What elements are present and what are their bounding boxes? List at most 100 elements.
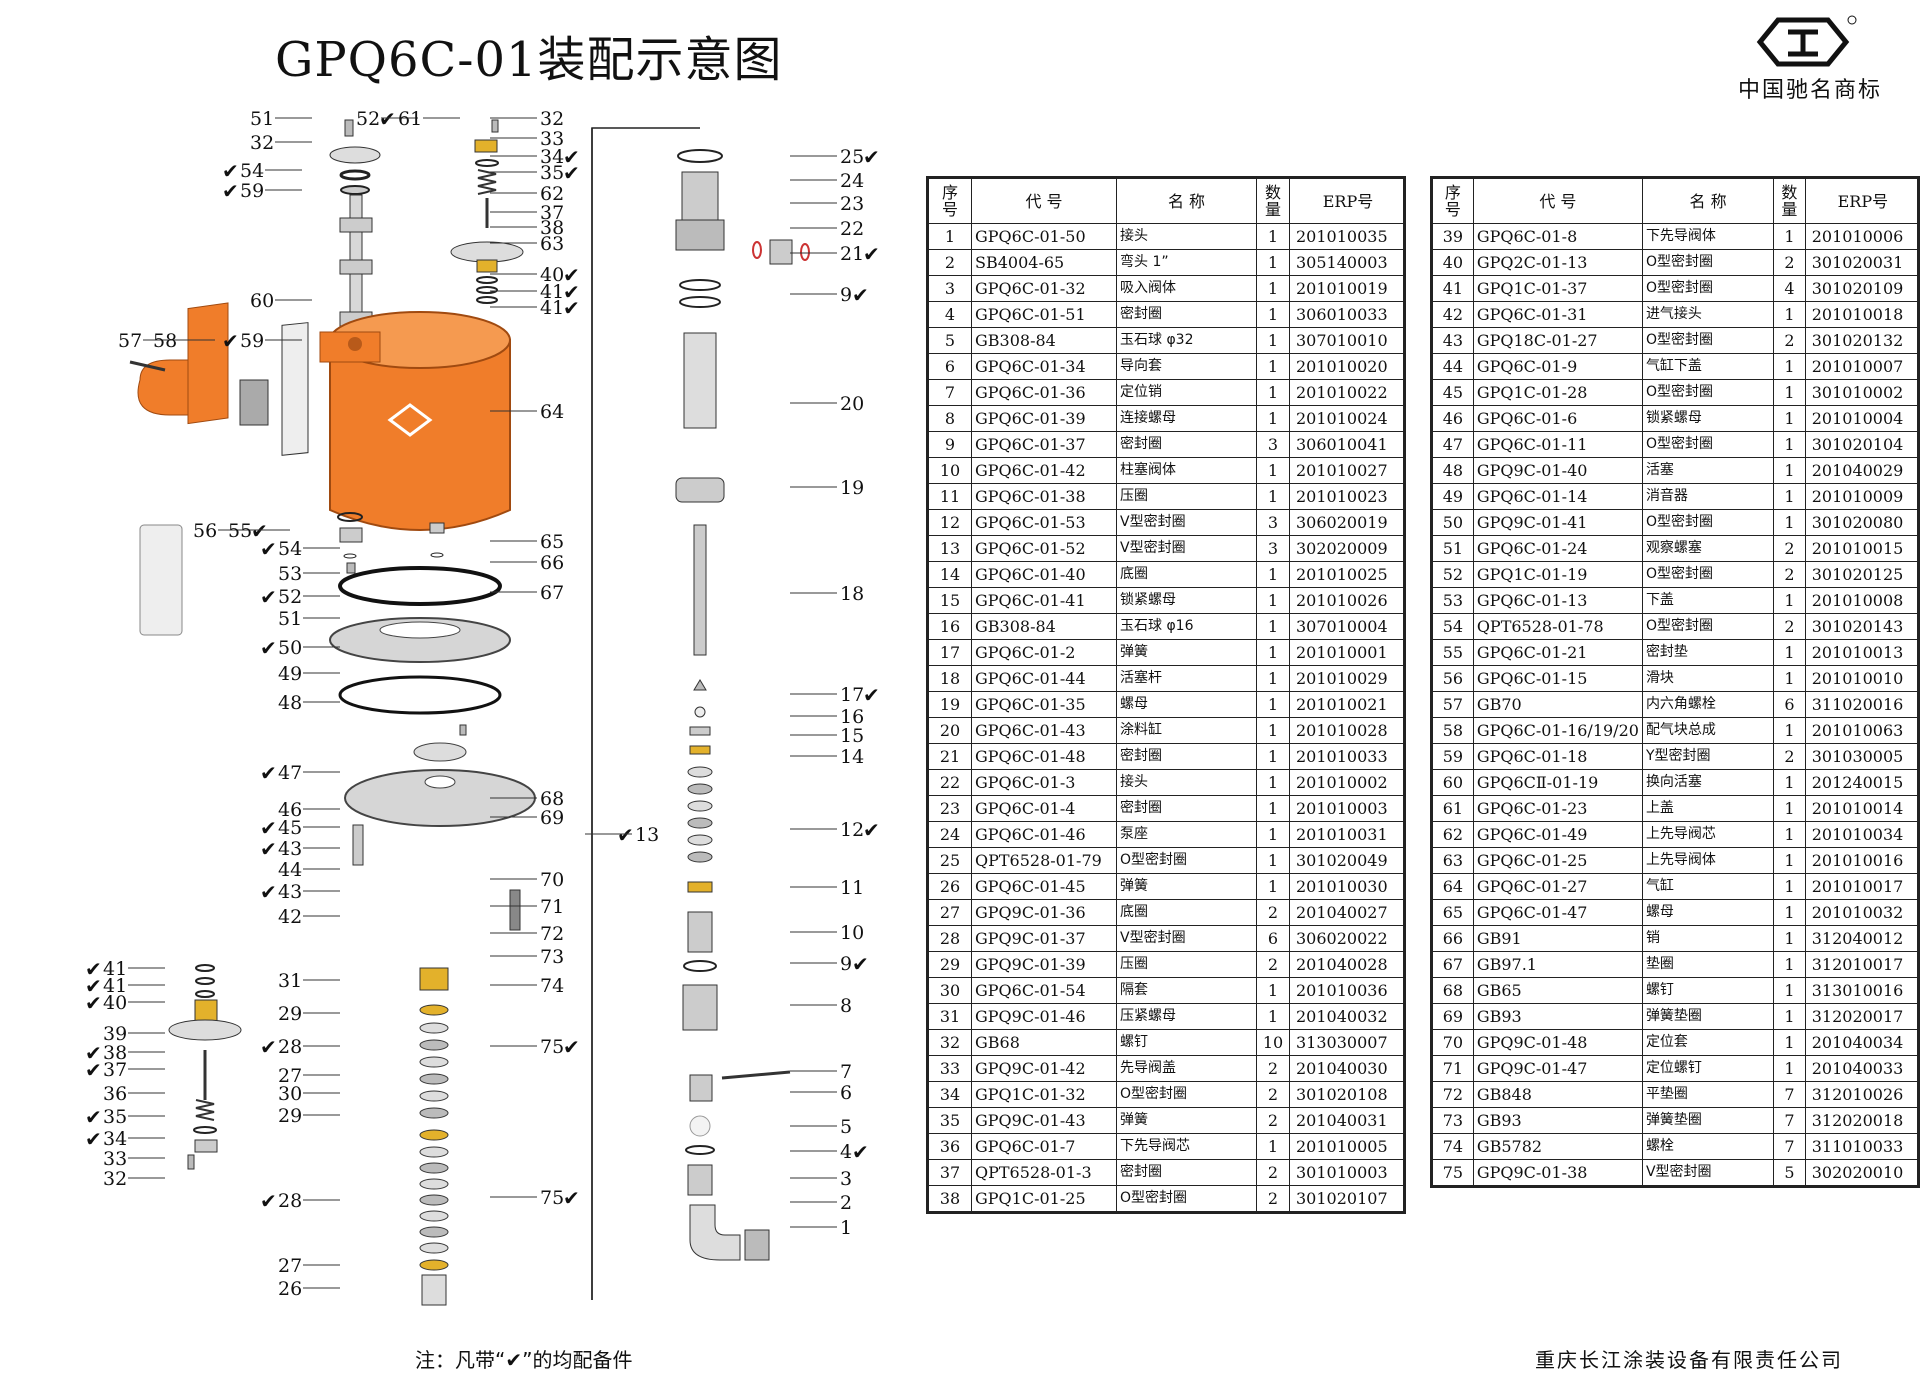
row-qty: 1 (1773, 483, 1806, 510)
row-name: 上盖 (1641, 795, 1775, 822)
row-erp: 201010002 (1289, 769, 1405, 796)
row-qty: 6 (1773, 691, 1806, 718)
row-erp: 301010003 (1289, 1159, 1405, 1186)
row-qty: 1 (1773, 405, 1806, 432)
row-name: 换向活塞 (1641, 769, 1775, 796)
callout-label: 15 (840, 725, 864, 747)
row-qty: 1 (1256, 769, 1290, 796)
callout-label: 36 (103, 1083, 127, 1105)
row-qty: 1 (1773, 379, 1806, 406)
spare-check-icon: ✔ (563, 296, 580, 320)
callout-label: 27 (278, 1065, 302, 1087)
row-qty: 2 (1773, 561, 1806, 588)
row-no: 47 (1431, 431, 1474, 458)
row-erp: 201010030 (1289, 873, 1405, 900)
row-code: GPQ9C-01-38 (1472, 1159, 1643, 1187)
row-code: GPQ6C-01-46 (971, 821, 1117, 848)
row-name: 螺母 (1641, 899, 1775, 926)
row-erp: 201010035 (1289, 223, 1405, 250)
callout-label: 26 (278, 1278, 302, 1300)
row-code: QPT6528-01-79 (971, 847, 1117, 874)
callout-label: 30 (278, 1083, 302, 1105)
row-code: GB93 (1472, 1003, 1643, 1030)
row-name: O型密封圈 (1641, 379, 1775, 406)
callout-label: 43 (278, 881, 302, 903)
row-code: GPQ9C-01-42 (971, 1055, 1117, 1082)
callout-label: 10 (840, 922, 864, 944)
spare-check-icon: ✔ (85, 957, 102, 981)
row-code: GPQ6C-01-18 (1472, 743, 1643, 770)
spare-check-icon: ✔ (85, 991, 102, 1015)
packing-ring (419, 1146, 449, 1158)
callout-label: 29 (278, 1105, 302, 1127)
row-erp: 306010033 (1289, 301, 1405, 328)
row-no: 57 (1431, 691, 1474, 718)
row-no: 21 (927, 743, 972, 770)
callout-label: 55 (228, 520, 252, 542)
row-no: 26 (927, 873, 972, 900)
row-name: 下先导阀体 (1641, 223, 1775, 250)
row-code: GPQ6C-01-9 (1472, 353, 1643, 380)
callout-label: 13 (635, 824, 659, 846)
row-code: GPQ6C-01-25 (1472, 847, 1643, 874)
row-erp: 201040030 (1289, 1055, 1405, 1082)
callout-label: 73 (540, 946, 564, 968)
row-qty: 2 (1773, 613, 1806, 640)
row-code: GPQ6C-01-7 (971, 1133, 1117, 1160)
row-name: 底圈 (1116, 561, 1257, 588)
row-no: 29 (927, 951, 972, 978)
row-code: GPQ6C-01-50 (971, 223, 1117, 250)
callout-label: 17 (840, 684, 864, 706)
callout-label: 32 (540, 108, 564, 130)
row-erp: 201010010 (1804, 665, 1920, 692)
callout-label: 39 (103, 1023, 127, 1045)
callout-label: 24 (840, 170, 864, 192)
callout-label: 38 (540, 217, 564, 239)
row-erp: 201010025 (1289, 561, 1405, 588)
row-qty: 1 (1256, 613, 1290, 640)
row-code: GPQ6C-01-24 (1472, 535, 1643, 562)
callout-label: 25 (840, 146, 864, 168)
row-no: 24 (927, 821, 972, 848)
row-name: 弹簧 (1116, 639, 1257, 666)
row-no: 7 (927, 379, 972, 406)
row-code: GPQ6C-01-53 (971, 509, 1117, 536)
row-name: 活塞杆 (1116, 665, 1257, 692)
row-erp: 201010027 (1289, 457, 1405, 484)
callout-label: 9 (840, 953, 852, 975)
callout-label: 32 (250, 132, 274, 154)
col-qty: 数量 (1773, 177, 1806, 224)
row-name: 上先导阀芯 (1641, 821, 1775, 848)
row-code: GPQ6C-01-47 (1472, 899, 1643, 926)
row-erp: 201010007 (1804, 353, 1920, 380)
row-erp: 306020022 (1289, 925, 1405, 952)
row-qty: 2 (1256, 899, 1290, 926)
callout-label: 52 (356, 108, 380, 130)
spare-check-icon: ✔ (563, 145, 580, 169)
row-erp: 312020017 (1804, 1003, 1920, 1030)
row-no: 69 (1431, 1003, 1474, 1030)
row-name: 密封圈 (1116, 431, 1257, 458)
row-name: 螺钉 (1641, 977, 1775, 1004)
row-erp: 301020132 (1804, 327, 1920, 354)
row-no: 40 (1431, 249, 1474, 276)
callout-label: 50 (278, 637, 302, 659)
callout-label: 72 (540, 923, 564, 945)
row-code: GPQ6C-01-34 (971, 353, 1117, 380)
row-code: GPQ6C-01-31 (1472, 301, 1643, 328)
spare-check-icon: ✔ (222, 329, 239, 353)
row-qty: 1 (1773, 223, 1806, 250)
callout-label: 41 (540, 281, 564, 303)
row-no: 5 (927, 327, 972, 354)
row-qty: 1 (1773, 951, 1806, 978)
row-no: 49 (1431, 483, 1474, 510)
